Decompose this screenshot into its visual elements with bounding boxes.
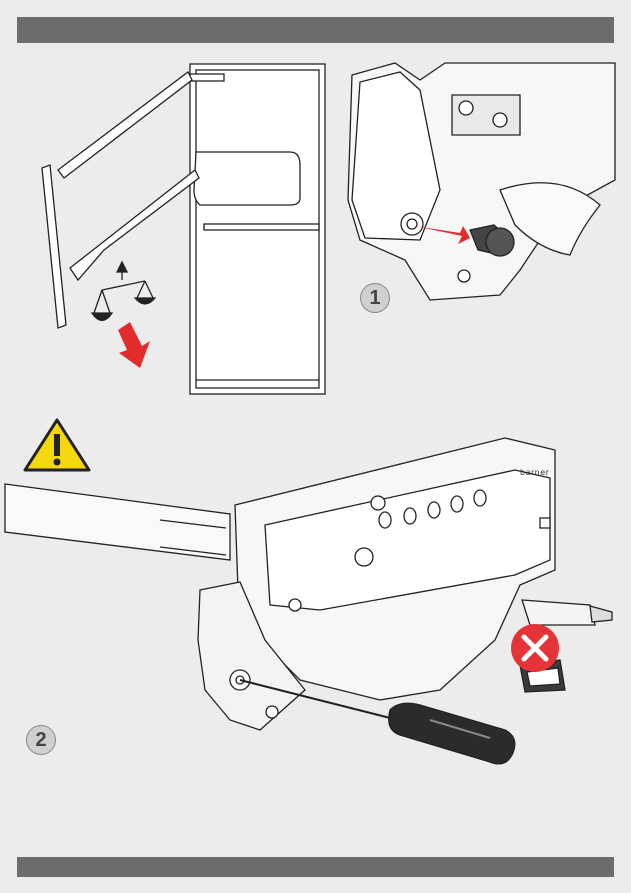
detail-step2 bbox=[5, 438, 555, 764]
red-arrow-icon bbox=[118, 322, 150, 368]
cross-forbidden-icon bbox=[511, 624, 559, 672]
detail-step1 bbox=[348, 63, 615, 300]
warning-triangle-icon bbox=[25, 420, 89, 470]
cabinet-diagram bbox=[42, 64, 325, 394]
step-2-badge: 2 bbox=[26, 725, 56, 755]
brand-logo: barner bbox=[520, 468, 549, 477]
step-1-badge: 1 bbox=[360, 283, 390, 313]
